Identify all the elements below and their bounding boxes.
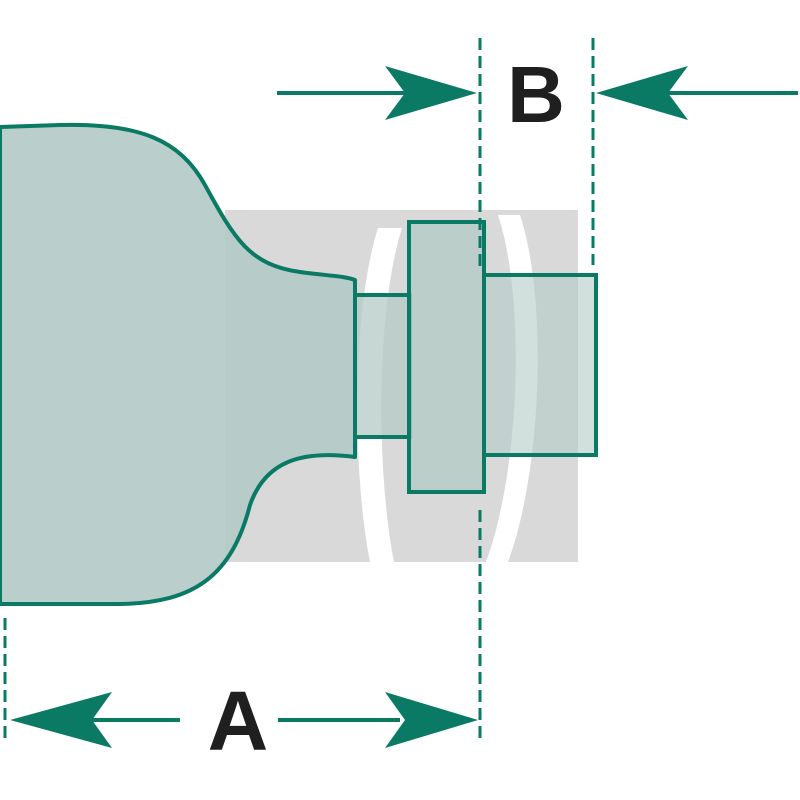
dimension-a-arrowhead-left: [10, 692, 112, 748]
dimension-b-label: B: [507, 50, 565, 139]
dimension-a: A: [10, 674, 478, 768]
knob-neck: [353, 293, 412, 439]
dimension-b-arrowhead-right: [596, 66, 688, 120]
dimension-a-label: A: [208, 674, 269, 768]
knob-stud: [482, 273, 598, 457]
dimension-b-arrowhead-left: [385, 66, 477, 120]
knob-body: [0, 122, 357, 606]
knob-flange: [407, 220, 486, 494]
reference-lines: [3, 38, 595, 738]
dimension-a-arrowhead-right: [385, 692, 478, 748]
dimension-b: B: [277, 50, 798, 139]
